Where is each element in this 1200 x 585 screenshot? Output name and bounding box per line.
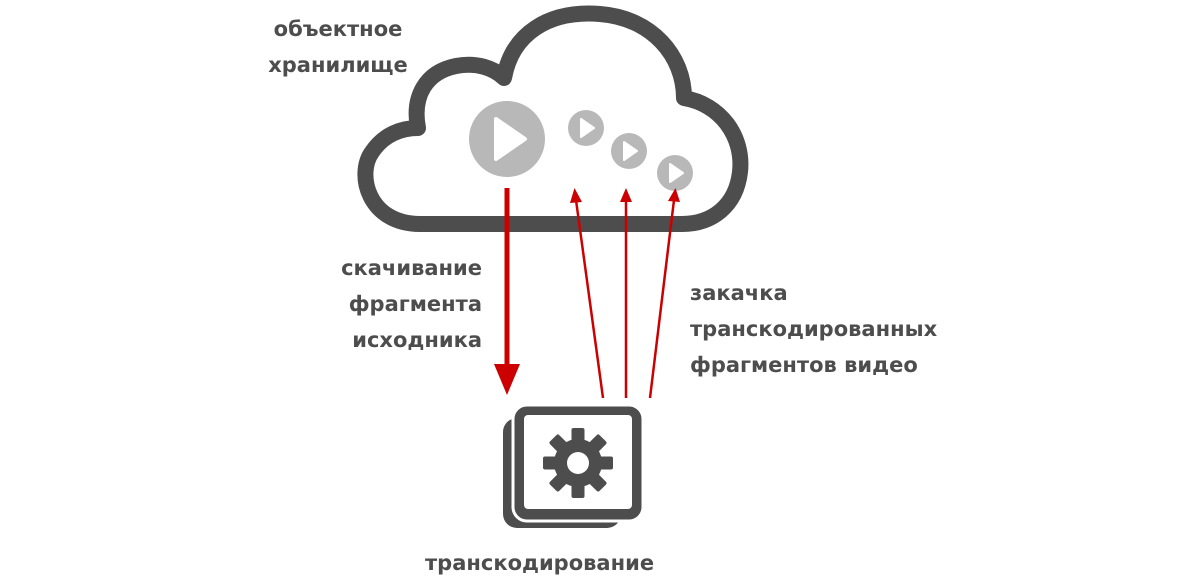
source-video-play-icon (469, 101, 545, 177)
upload-label-line-3: фрагментов видео (690, 353, 918, 377)
storage-label-line-2: хранилище (268, 53, 408, 77)
download-label-line-1: скачивание (341, 256, 482, 280)
upload-arrow-2 (620, 188, 632, 398)
fragment-play-icon-1 (568, 110, 604, 146)
fragment-play-icon-2 (611, 133, 647, 169)
transcode-label: транскодирование (425, 545, 654, 581)
upload-arrow-3 (648, 188, 680, 399)
upload-label-line-2: транскодированных (690, 317, 938, 341)
download-arrow (494, 188, 520, 395)
download-label-line-3: исходника (352, 328, 482, 352)
download-label: скачивание фрагмента исходника (300, 250, 482, 358)
upload-arrow-1 (570, 188, 605, 399)
cloud-icon (357, 5, 749, 232)
storage-label: объектное хранилище (258, 11, 418, 83)
upload-label-line-1: закачка (690, 281, 788, 305)
upload-label: закачка транскодированных фрагментов вид… (690, 275, 937, 383)
storage-label-line-1: объектное (273, 17, 403, 41)
transcode-label-text: транскодирование (425, 551, 655, 575)
download-label-line-2: фрагмента (348, 292, 482, 316)
fragment-play-icon-3 (657, 155, 693, 191)
gear-icon (543, 428, 613, 498)
